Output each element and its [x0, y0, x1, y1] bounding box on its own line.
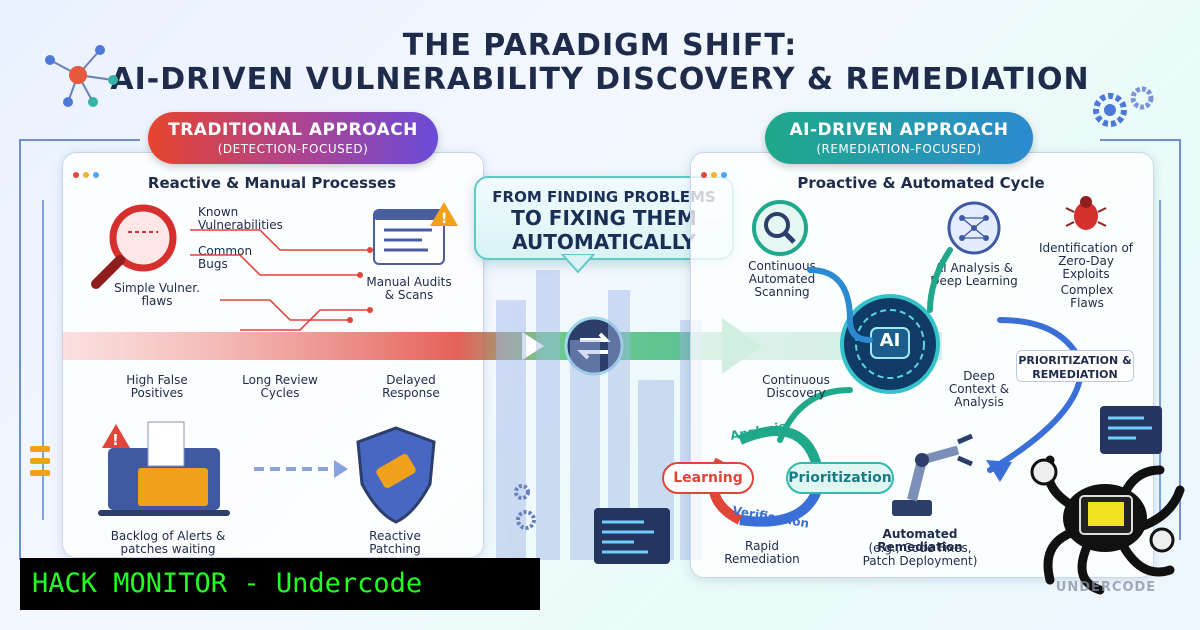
- manual-audits-label: Manual Audits & Scans: [366, 275, 452, 302]
- false-positives-label: High False Positives: [126, 373, 188, 400]
- reactive-patching-label: Reactive Patching: [369, 529, 421, 556]
- ai-brain-core: [840, 294, 940, 394]
- gears-icon: [1093, 86, 1154, 127]
- ai-heading: Proactive & Automated Cycle: [797, 174, 1045, 192]
- rapid-remediation-label: Rapid Remediation: [724, 539, 800, 566]
- page-title: THE PARADIGM SHIFT:: [402, 28, 798, 63]
- learning-chip: Learning: [662, 462, 754, 494]
- ai-core-label: AI: [879, 330, 901, 351]
- alerts-laptop-icon: !: [98, 421, 230, 516]
- swap-icon: [564, 316, 624, 376]
- prioritization-remediation-box: PRIORITIZATION & REMEDIATION: [1016, 350, 1134, 382]
- scan-icon: [752, 200, 808, 256]
- automated-detail1: (e.g., Code Fixes,: [868, 541, 972, 555]
- ai-subtitle: (REMEDIATION-FOCUSED): [816, 142, 982, 156]
- network-icon: [45, 45, 118, 107]
- deep-context-label: Deep Context & Analysis: [948, 369, 1010, 409]
- traditional-subtitle: (DETECTION-FOCUSED): [217, 142, 369, 156]
- review-cycles-label: Long Review Cycles: [242, 373, 318, 400]
- continuous-discovery-label: Continuous Discovery: [762, 373, 830, 400]
- delayed-response-label: Delayed Response: [382, 373, 440, 400]
- known-vulns-label: Known Vulnerabilities: [198, 205, 283, 232]
- svg-text:!: !: [112, 431, 119, 449]
- traditional-title: TRADITIONAL APPROACH: [168, 120, 418, 140]
- neural-net-icon: [947, 201, 1001, 255]
- circuit-lines: [190, 229, 373, 331]
- bug-icon: [1065, 196, 1107, 230]
- callout-line3: AUTOMATICALLY: [512, 230, 696, 254]
- code-window-icon: [594, 508, 670, 564]
- callout-line2: TO FIXING THEM: [511, 206, 697, 230]
- simple-flaws-label: Simple Vulner. flaws: [114, 281, 200, 308]
- scanning-label: Continuous Automated Scanning: [748, 259, 816, 299]
- automated-remediation-label: Automated Remediation: [877, 527, 963, 554]
- automated-detail2: Patch Deployment): [862, 554, 978, 568]
- dashed-arrow: [254, 460, 348, 478]
- audit-window-icon: !: [373, 202, 458, 265]
- callout-pointer: [560, 254, 596, 274]
- shield-icon: [356, 426, 436, 524]
- hack-monitor-banner: HACK MONITOR - Undercode: [20, 558, 540, 610]
- svg-text:!: !: [441, 211, 447, 227]
- octopus-hacker-logo: [1030, 455, 1185, 595]
- window-dots: [701, 163, 731, 182]
- undercode-watermark: UNDERCODE: [1055, 580, 1157, 595]
- ai-title: AI-DRIVEN APPROACH: [789, 120, 1009, 140]
- traditional-heading: Reactive & Manual Processes: [147, 174, 397, 192]
- small-gears-icon: [514, 484, 536, 530]
- backlog-label: Backlog of Alerts & patches waiting: [110, 529, 226, 556]
- callout-line1: FROM FINDING PROBLEMS: [492, 188, 716, 206]
- ai-header: AI-DRIVEN APPROACH (REMEDIATION-FOCUSED): [765, 112, 1033, 164]
- code-window-icon: [1100, 406, 1162, 454]
- window-dots: [73, 163, 103, 182]
- page-subtitle: AI-DRIVEN VULNERABILITY DISCOVERY & REME…: [110, 62, 1090, 97]
- magnifier-icon: [91, 204, 177, 289]
- robot-arm-icon: [892, 433, 973, 516]
- side-bars-decor: [30, 446, 50, 476]
- zero-day-label: Identification of Zero-Day Exploits: [1038, 241, 1134, 281]
- ai-analysis-label: AI Analysis & Deep Learning: [930, 261, 1018, 288]
- complex-flaws-label: Complex Flaws: [1060, 283, 1114, 310]
- prioritization-chip: Prioritization: [786, 462, 894, 494]
- traditional-header: TRADITIONAL APPROACH (DETECTION-FOCUSED): [148, 112, 438, 164]
